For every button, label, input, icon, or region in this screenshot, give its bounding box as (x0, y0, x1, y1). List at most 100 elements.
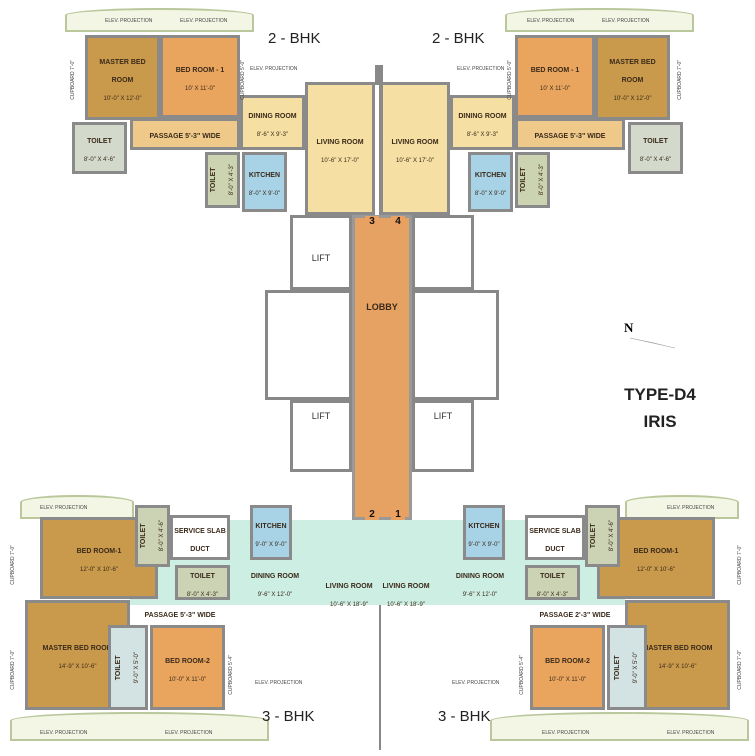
room-size: 10'-0" X 12'-0" (613, 95, 652, 102)
room-size: 9'-6" X 12'-0" (462, 591, 498, 598)
elevation-projection-label: ELEV. PROJECTION (542, 730, 590, 736)
cupboard-label: CUPBOARD 7'-0" (10, 650, 16, 690)
room-name: TOILET (540, 572, 565, 580)
room-name: TOILET (209, 167, 217, 193)
room-size: 8'-0" X 4'-6" (83, 157, 116, 163)
wall (379, 520, 381, 750)
room-size: 8'-0" X 9'-0" (474, 191, 507, 197)
room-passage-5-3-wide: PASSAGE 5'-3" WIDE (130, 600, 230, 625)
room-size: 8'-6" X 9'-3" (466, 131, 499, 138)
unit-type-label: 3 - BHK (438, 708, 491, 725)
room-bed-room-2: BED ROOM-2 10'-0" X 11'-0" (530, 625, 605, 710)
elevation-projection-label: ELEV. PROJECTION (667, 505, 715, 511)
plan-type: TYPE-D4 (624, 385, 696, 404)
room-name: BED ROOM-1 (633, 548, 679, 555)
room-size: 8'-0" X 4'-6" (158, 520, 165, 552)
room-name: KITCHEN (248, 172, 281, 179)
room-toilet: TOILET 8'-0" X 4'-3" (205, 152, 240, 208)
room-passage-5-3-wide: PASSAGE 5'-3" WIDE (515, 118, 625, 150)
room-name: BED ROOM-2 (165, 657, 210, 665)
cupboard-label: CUPBOARD 5'-0" (240, 60, 246, 100)
room-living-room: LIVING ROOM 10'-6" X 17'-0" (305, 82, 375, 215)
stair-right (412, 290, 499, 400)
room-name: LIVING ROOM (316, 138, 364, 146)
room-service-slab-duct: SERVICE SLAB DUCT (170, 515, 230, 560)
room-name: MASTER BED ROOM (642, 645, 713, 652)
room-passage-2-3-wide: PASSAGE 2'-3" WIDE (525, 600, 625, 625)
room-size: 10'-0" X 11'-0" (168, 676, 207, 683)
room-name: DINING ROOM (455, 572, 505, 580)
room-label: LIVING ROOM 10'-6" X 17'-0" (316, 131, 363, 167)
room-name: KITCHEN (474, 172, 507, 179)
flat-number-3: 3 (365, 216, 379, 227)
room-name: LIVING ROOM (382, 582, 430, 590)
room-name: PASSAGE 5'-3" WIDE (534, 133, 606, 140)
unit-type-label: 2 - BHK (432, 30, 485, 47)
room-label: PASSAGE 5'-3" WIDE (150, 125, 221, 143)
lobby: LOBBY (352, 215, 412, 520)
elevation-projection-label: ELEV. PROJECTION (452, 680, 500, 686)
room-label: BED ROOM-2 10'-0" X 11'-0" (545, 650, 590, 686)
room-service-slab-duct: SERVICE SLAB DUCT (525, 515, 585, 560)
elevation-projection-balcony (505, 8, 694, 32)
room-name: TOILET (190, 572, 215, 580)
room-name: LIVING ROOM (391, 138, 439, 146)
room-name: PASSAGE 5'-3" WIDE (149, 133, 221, 140)
room-name: BED ROOM-2 (545, 657, 590, 665)
room-label: SERVICE SLAB DUCT (528, 520, 582, 556)
room-name: SERVICE SLAB DUCT (529, 527, 581, 553)
elevation-projection-label: ELEV. PROJECTION (527, 18, 575, 24)
room-size: 10' X 11'-0" (185, 85, 215, 92)
room-label: TOILET 8'-0" X 4'-6" (84, 130, 115, 166)
room-size: 10'-0" X 12'-0" (103, 95, 142, 102)
room-kitchen: KITCHEN 8'-0" X 9'-0" (468, 152, 513, 212)
room-kitchen: KITCHEN 9'-0" X 9'-0" (463, 505, 505, 560)
room-size: 8'-6" X 9'-3" (256, 131, 289, 138)
room-name: TOILET (87, 138, 112, 145)
room-size: 8'-0" X 9'-0" (248, 191, 281, 197)
room-size: 9'-0" X 9'-0" (468, 541, 500, 548)
room-name: KITCHEN (468, 522, 500, 530)
elevation-projection-balcony (10, 712, 269, 741)
elevation-projection-label: ELEV. PROJECTION (40, 505, 88, 511)
room-size: 8'-0" X 4'-3" (228, 164, 235, 196)
room-name: TOILET (139, 523, 147, 549)
north-arrow: N (620, 320, 680, 360)
room-label: PASSAGE 5'-3" WIDE (535, 125, 606, 143)
unit-type-label: 2 - BHK (268, 30, 321, 47)
wall (375, 65, 383, 85)
cupboard-label: CUPBOARD 7'-0" (677, 60, 683, 100)
cupboard-label: CUPBOARD 7'-0" (737, 545, 743, 585)
room-size: 10'-0" X 11'-0" (548, 676, 587, 683)
room-size: 10'-6" X 17'-0" (321, 157, 359, 164)
room-size: 8'-0" X 4'-3" (538, 164, 545, 196)
elevation-projection-label: ELEV. PROJECTION (40, 730, 88, 736)
elevation-projection-balcony (20, 495, 134, 519)
flat-number-1: 1 (391, 509, 405, 520)
room-label: KITCHEN 8'-0" X 9'-0" (249, 164, 280, 200)
